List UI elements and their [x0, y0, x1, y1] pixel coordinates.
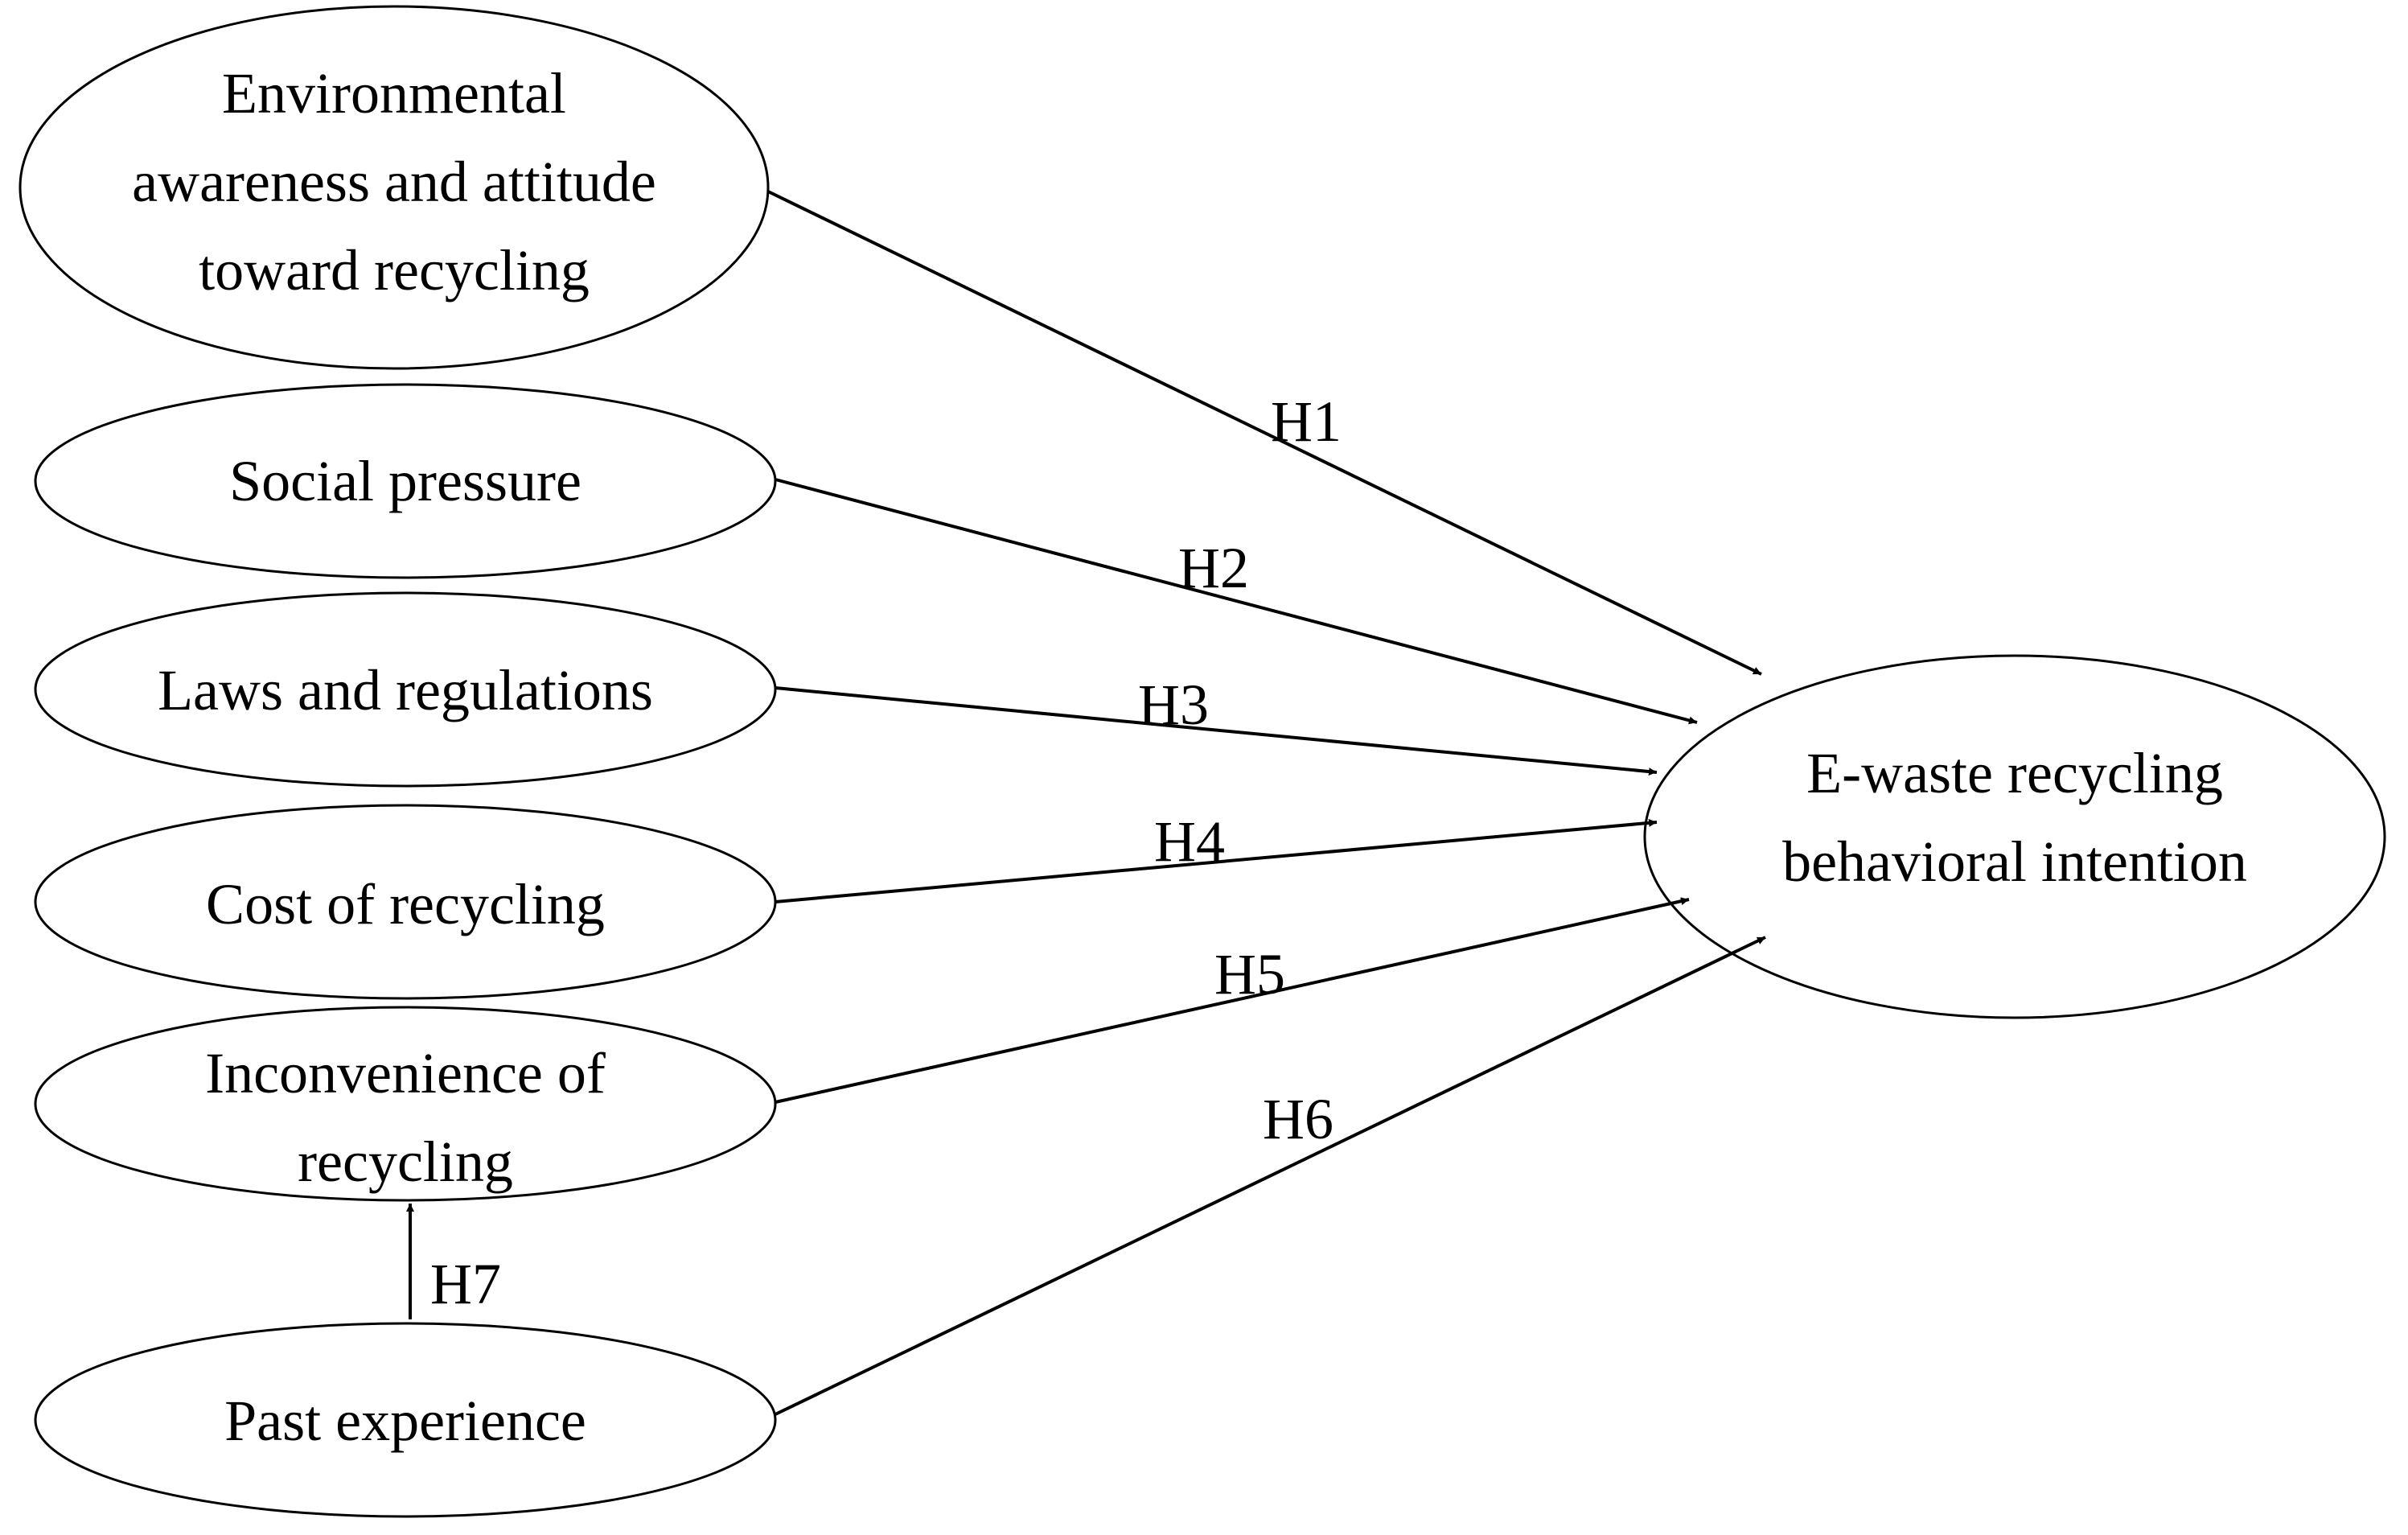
edge-label-h2: H2 [1178, 536, 1249, 600]
node-env-label-line-1: Environmental [222, 61, 566, 126]
node-intent-label-line-1: E-waste recycling [1806, 741, 2223, 805]
node-past-ellipse [34, 1322, 777, 1518]
node-env-label-line-3: toward recycling [199, 238, 590, 302]
edge-label-h7: H7 [430, 1252, 501, 1316]
node-laws-label: Laws and regulations [158, 658, 653, 722]
edge-label-h3: H3 [1138, 673, 1209, 737]
edge-label-h6: H6 [1263, 1087, 1333, 1151]
edge-h4-arrow [775, 818, 1658, 903]
node-intent-ellipse [1643, 654, 2386, 1019]
edge-label-h5: H5 [1214, 942, 1285, 1006]
edge-h2-arrow [775, 478, 1698, 725]
edge-h6-arrow [775, 936, 1766, 1416]
node-cost-label: Cost of recycling [206, 872, 605, 936]
node-inconv-label-line-1: Inconvenience of [205, 1041, 606, 1105]
node-social-label: Social pressure [229, 449, 581, 513]
edge-label-h1: H1 [1271, 389, 1342, 454]
node-past-label: Past experience [224, 1389, 586, 1453]
node-inconv-ellipse [34, 1006, 777, 1202]
node-env-ellipse [18, 5, 770, 370]
node-inconv-label-line-2: recycling [298, 1130, 513, 1194]
node-intent-label-line-2: behavioral intention [1782, 829, 2247, 894]
edge-h1-arrow [767, 190, 1762, 676]
edge-h5-arrow [775, 897, 1690, 1104]
node-env-label-line-2: awareness and attitude [132, 150, 656, 214]
edge-h3-arrow [775, 686, 1658, 776]
edge-label-h4: H4 [1154, 809, 1225, 874]
